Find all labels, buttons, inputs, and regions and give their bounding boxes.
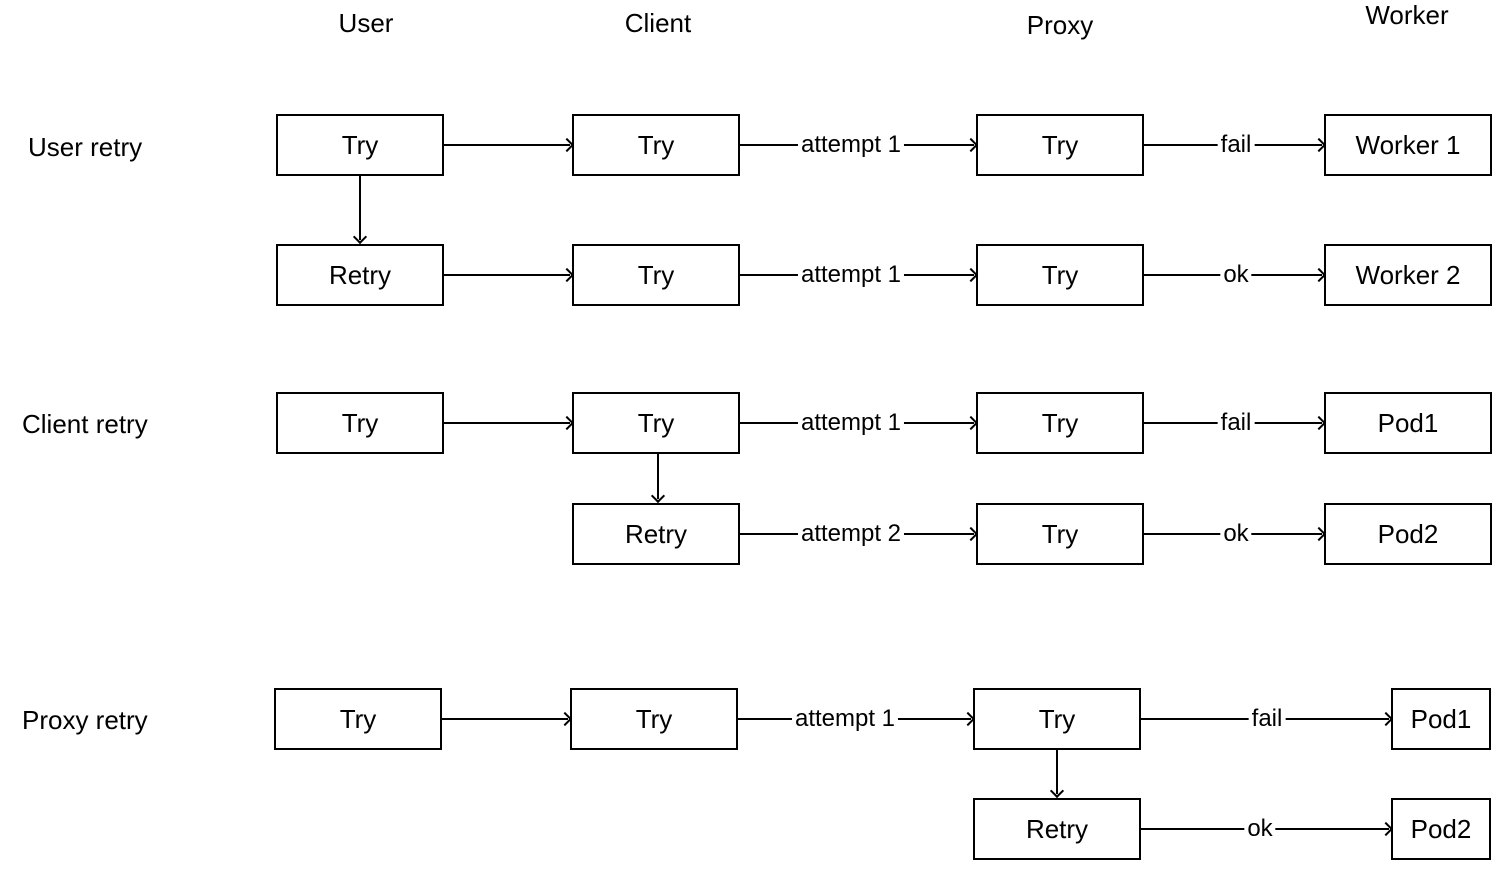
edge-label-attempt-2: attempt 2 <box>797 520 905 548</box>
edge-label-ok: ok <box>1220 261 1252 289</box>
node-client-try: Try <box>572 114 740 176</box>
arrow-user-to-client <box>444 422 570 424</box>
column-header-user: User <box>338 8 394 38</box>
arrow-try-to-retry <box>1056 750 1058 794</box>
edge-label-attempt-1: attempt 1 <box>791 705 899 733</box>
arrow-user-to-client <box>444 274 570 276</box>
node-user-retry: Retry <box>276 244 444 306</box>
node-pod1: Pod1 <box>1324 392 1492 454</box>
edge-label-attempt-1: attempt 1 <box>797 131 905 159</box>
column-header-client: Client <box>624 8 692 38</box>
node-client-retry: Retry <box>572 503 740 565</box>
node-client-try: Try <box>572 392 740 454</box>
row-label-proxy-retry: Proxy retry <box>22 705 148 735</box>
node-proxy-try: Try <box>976 392 1144 454</box>
node-worker-1: Worker 1 <box>1324 114 1492 176</box>
edge-label-ok: ok <box>1220 520 1252 548</box>
node-proxy-retry: Retry <box>973 798 1141 860</box>
node-client-try: Try <box>572 244 740 306</box>
node-pod1: Pod1 <box>1391 688 1491 750</box>
edge-label-fail: fail <box>1217 409 1255 437</box>
edge-label-attempt-1: attempt 1 <box>797 261 905 289</box>
node-pod2: Pod2 <box>1324 503 1492 565</box>
node-proxy-try: Try <box>976 503 1144 565</box>
edge-label-attempt-1: attempt 1 <box>797 409 905 437</box>
arrow-try-to-retry <box>657 454 659 499</box>
edge-label-fail: fail <box>1248 705 1286 733</box>
node-proxy-try: Try <box>976 114 1144 176</box>
edge-label-fail: fail <box>1217 131 1255 159</box>
column-header-worker: Worker <box>1365 0 1449 30</box>
column-header-proxy: Proxy <box>1026 10 1094 40</box>
arrow-user-to-client <box>442 718 568 720</box>
node-user-try: Try <box>274 688 442 750</box>
row-label-user-retry: User retry <box>28 132 143 162</box>
node-user-try: Try <box>276 114 444 176</box>
node-pod2: Pod2 <box>1391 798 1491 860</box>
node-user-try: Try <box>276 392 444 454</box>
arrow-user-to-client <box>444 144 570 146</box>
arrow-try-to-retry <box>359 176 361 240</box>
node-proxy-try: Try <box>976 244 1144 306</box>
edge-label-ok: ok <box>1244 815 1276 843</box>
node-worker-2: Worker 2 <box>1324 244 1492 306</box>
node-client-try: Try <box>570 688 738 750</box>
node-proxy-try: Try <box>973 688 1141 750</box>
row-label-client-retry: Client retry <box>22 409 148 439</box>
